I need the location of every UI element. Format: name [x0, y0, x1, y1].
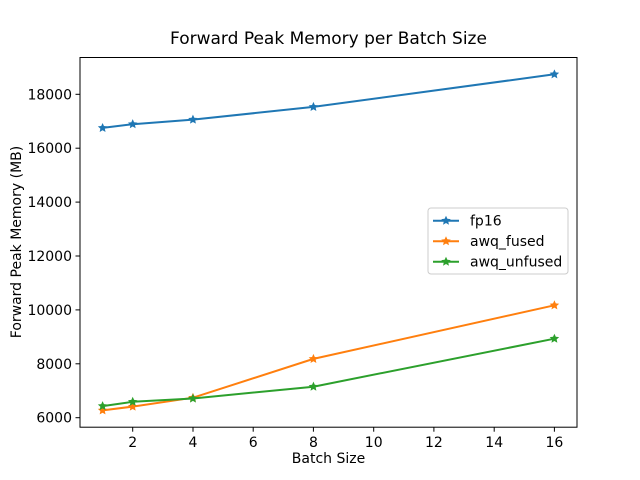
y-tick-label: 10000	[27, 303, 72, 319]
data-point-marker	[549, 69, 560, 79]
data-point-marker	[188, 393, 198, 403]
legend-label: awq_unfused	[470, 255, 562, 271]
y-axis-label: Forward Peak Memory (MB)	[9, 145, 25, 339]
data-point-marker	[549, 333, 560, 343]
data-point-marker	[127, 401, 138, 411]
data-point-marker	[127, 119, 138, 129]
x-tick-label: 2	[128, 435, 137, 451]
legend-item-fp16: fp16	[433, 214, 502, 230]
x-tick-label: 8	[309, 435, 318, 451]
y-tick-label: 18000	[27, 87, 72, 103]
y-tick-label: 6000	[36, 411, 72, 427]
data-point-marker	[97, 405, 108, 415]
data-point-marker	[308, 381, 319, 391]
x-tick-label: 12	[425, 435, 443, 451]
data-point-marker	[97, 122, 108, 132]
data-point-marker	[549, 300, 560, 310]
x-axis-label: Batch Size	[291, 451, 366, 467]
legend-label: fp16	[470, 214, 502, 230]
legend-marker	[441, 236, 451, 246]
data-point-marker	[97, 401, 108, 411]
x-tick-label: 10	[365, 435, 383, 451]
legend-marker	[441, 215, 451, 225]
y-tick-label: 16000	[27, 141, 72, 157]
series-awq_unfused	[97, 333, 560, 411]
y-tick-label: 14000	[27, 195, 72, 211]
legend-marker	[441, 256, 451, 266]
x-tick-label: 4	[189, 435, 198, 451]
x-axis: 2 4 6 8 10 12 14 16	[128, 427, 563, 451]
legend-label: awq_fused	[470, 234, 545, 250]
y-tick-label: 12000	[27, 249, 72, 265]
data-point-marker	[188, 114, 198, 124]
legend: fp16 awq_fused awq_unfused	[427, 207, 569, 275]
y-tick-label: 8000	[36, 357, 72, 373]
series-fp16	[97, 69, 560, 132]
y-axis: 6000 8000 10000 12000 14000 16000 18000	[27, 87, 80, 427]
x-tick-label: 14	[485, 435, 503, 451]
data-point-marker	[308, 101, 319, 111]
legend-item-awq_fused: awq_fused	[433, 234, 545, 250]
x-tick-label: 6	[249, 435, 258, 451]
legend-item-awq_unfused: awq_unfused	[433, 255, 562, 271]
data-point-marker	[127, 396, 138, 406]
x-tick-label: 16	[545, 435, 563, 451]
data-point-marker	[308, 353, 319, 363]
chart-title: Forward Peak Memory per Batch Size	[170, 29, 487, 49]
